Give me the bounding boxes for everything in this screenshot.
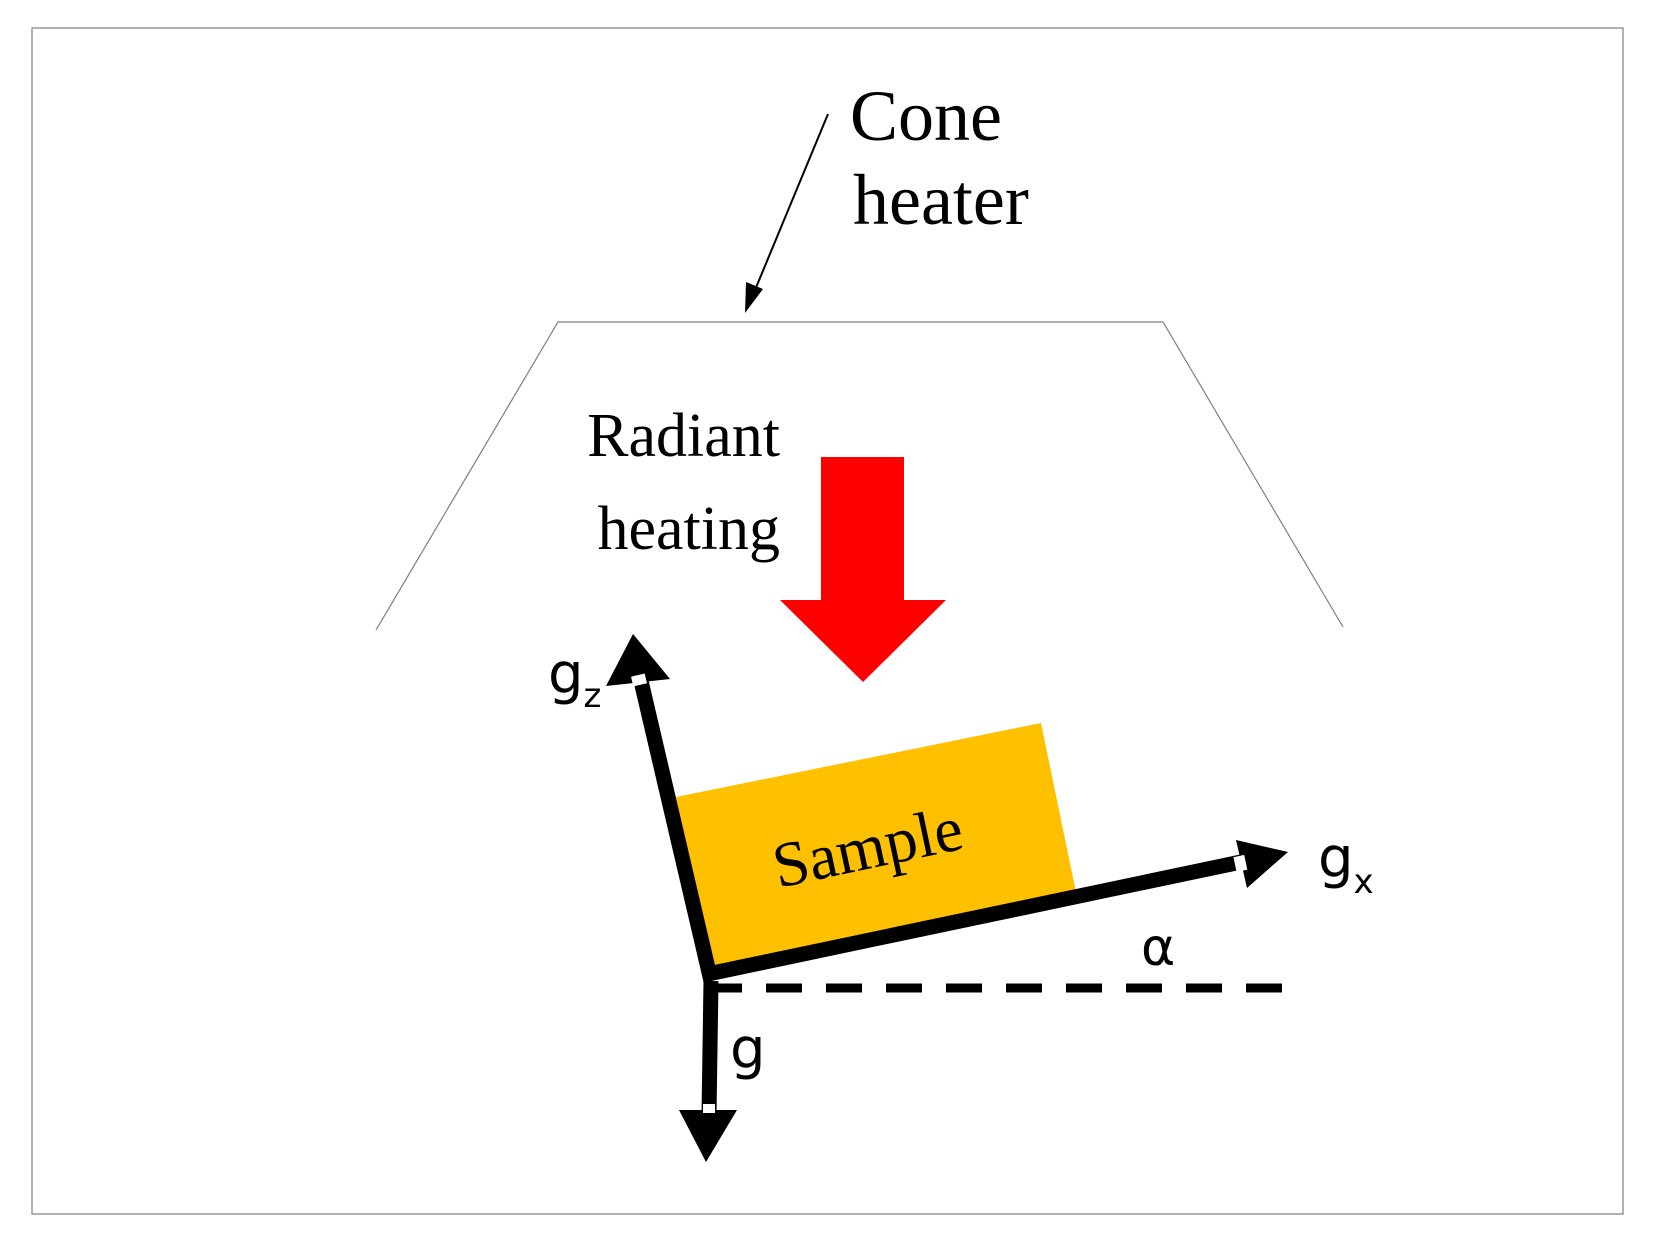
gravity-label: g [730, 1017, 766, 1082]
figure-frame [31, 27, 1624, 1215]
gx-axis-arrow [706, 840, 1288, 982]
cone-heater-pointer-arrow [745, 113, 829, 313]
cone-heater-label-line1: Cone [850, 76, 1002, 156]
gx-axis-label: gx [1318, 826, 1374, 902]
radiant-heating-label-line2: heating [598, 495, 781, 563]
down-arrow-icon [780, 457, 946, 682]
gz-axis-label: gz [548, 642, 601, 716]
cone-heater-label-line2: heater [853, 160, 1029, 240]
radiant-heating-label-line1: Radiant [587, 402, 780, 470]
cone-heater-outline [375, 321, 1344, 631]
gz-axis-arrow [606, 634, 719, 983]
alpha-angle-label: α [1141, 918, 1175, 978]
gx-axis-subscript: x [1354, 862, 1374, 902]
gz-axis-subscript: z [584, 676, 602, 716]
gravity-arrow [679, 980, 737, 1162]
